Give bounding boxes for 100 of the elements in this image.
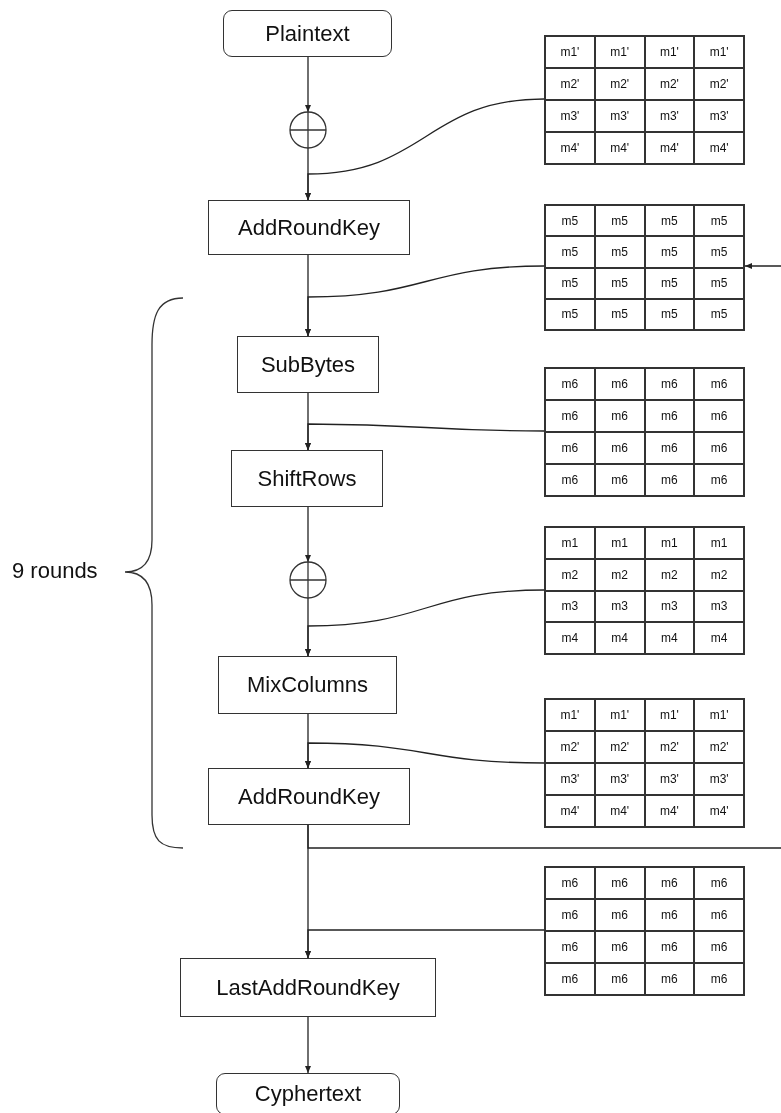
matrix-cell: m6: [545, 867, 595, 899]
matrix-table: [544, 866, 745, 996]
matrix-cell: m2: [594, 558, 645, 591]
matrix-cell: m4': [594, 795, 645, 827]
matrix-cell: m1': [694, 36, 744, 68]
matrix-cell: m5: [644, 267, 695, 299]
matrix-cell: m6: [644, 400, 695, 432]
matrix-cell: m3': [594, 763, 645, 795]
arrow: [305, 265, 545, 337]
matrix-table: [544, 367, 745, 497]
matrix-cell: m6: [694, 963, 744, 995]
terminal-box: Cyphertext: [216, 1073, 400, 1113]
matrix-cell: m6: [694, 931, 744, 963]
matrix-cell: m6: [545, 963, 595, 995]
matrix-table: [544, 204, 745, 331]
matrix-cell: m1': [644, 36, 695, 68]
matrix-cell: m4': [644, 795, 695, 827]
matrix-cell: m5: [644, 236, 695, 268]
matrix-cell: m5: [694, 205, 744, 237]
matrix-cell: m6: [694, 400, 744, 432]
matrix-cell: m1: [594, 527, 645, 559]
matrix-cell: m2: [644, 558, 695, 591]
arrow: [305, 98, 545, 201]
process-box: ShiftRows: [231, 450, 383, 507]
matrix-cell: m3': [594, 100, 645, 132]
matrix-cell: m6: [545, 400, 595, 432]
matrix-cell: m3': [545, 763, 595, 795]
matrix-cell: m5: [545, 236, 595, 268]
matrix-cell: m1': [594, 36, 645, 68]
matrix-cell: m5: [594, 267, 645, 299]
matrix-cell: m6: [545, 368, 595, 400]
matrix-cell: m6: [694, 867, 744, 899]
matrix-cell: m4': [545, 795, 595, 827]
matrix-cell: m1': [545, 699, 595, 731]
matrix-cell: m6: [545, 899, 595, 931]
matrix-cell: m6: [644, 432, 695, 464]
matrix-table: [544, 698, 745, 828]
matrix-cell: m2': [694, 731, 744, 763]
matrix-cell: m5: [694, 236, 744, 268]
matrix-cell: m5: [545, 298, 595, 330]
matrix-cell: m2': [644, 731, 695, 763]
matrix-cell: m6: [644, 931, 695, 963]
arrow: [305, 1016, 311, 1074]
matrix-cell: m6: [594, 400, 645, 432]
matrix-cell: m1': [594, 699, 645, 731]
matrix-cell: m6: [644, 867, 695, 899]
matrix-cell: m2': [594, 68, 645, 100]
matrix-cell: m6: [694, 368, 744, 400]
round-count-label: 9 rounds: [12, 558, 98, 584]
arrow: [305, 423, 545, 451]
matrix-cell: m2: [694, 558, 744, 591]
matrix-cell: m3': [644, 763, 695, 795]
arrow: [744, 263, 781, 269]
process-box: SubBytes: [237, 336, 379, 393]
matrix-cell: m3': [545, 100, 595, 132]
matrix-cell: m6: [694, 464, 744, 496]
matrix-cell: m6: [594, 464, 645, 496]
matrix-cell: m3': [694, 100, 744, 132]
matrix-cell: m3: [694, 590, 744, 623]
matrix-cell: m5: [644, 298, 695, 330]
matrix-cell: m2': [594, 731, 645, 763]
matrix-cell: m1: [694, 527, 744, 559]
matrix-cell: m5: [594, 205, 645, 237]
matrix-cell: m2': [644, 68, 695, 100]
xor-symbol: [289, 561, 327, 599]
matrix-cell: m4: [545, 622, 595, 654]
arrow: [305, 929, 545, 959]
matrix-cell: m2': [694, 68, 744, 100]
matrix-cell: m4': [594, 132, 645, 164]
matrix-cell: m3: [644, 590, 695, 623]
process-box: MixColumns: [218, 656, 397, 714]
matrix-cell: m6: [594, 867, 645, 899]
matrix-cell: m4': [644, 132, 695, 164]
terminal-box: Plaintext: [223, 10, 392, 57]
matrix-cell: m6: [545, 931, 595, 963]
matrix-cell: m2': [545, 68, 595, 100]
process-box: LastAddRoundKey: [180, 958, 436, 1017]
matrix-cell: m6: [694, 899, 744, 931]
matrix-cell: m5: [594, 298, 645, 330]
process-box: AddRoundKey: [208, 768, 410, 825]
arrow: [305, 589, 545, 657]
matrix-cell: m5: [594, 236, 645, 268]
arrow: [305, 506, 311, 563]
matrix-cell: m4': [694, 132, 744, 164]
matrix-cell: m2: [545, 558, 595, 591]
matrix-cell: m6: [594, 368, 645, 400]
matrix-cell: m5: [545, 205, 595, 237]
matrix-cell: m6: [594, 432, 645, 464]
matrix-cell: m6: [594, 899, 645, 931]
matrix-cell: m6: [594, 931, 645, 963]
matrix-cell: m3: [594, 590, 645, 623]
matrix-cell: m5: [694, 298, 744, 330]
matrix-cell: m6: [694, 432, 744, 464]
arrow: [305, 56, 311, 113]
matrix-cell: m6: [594, 963, 645, 995]
matrix-cell: m4: [594, 622, 645, 654]
matrix-table: [544, 526, 745, 655]
matrix-cell: m1': [644, 699, 695, 731]
matrix-cell: m5: [644, 205, 695, 237]
matrix-cell: m6: [644, 963, 695, 995]
